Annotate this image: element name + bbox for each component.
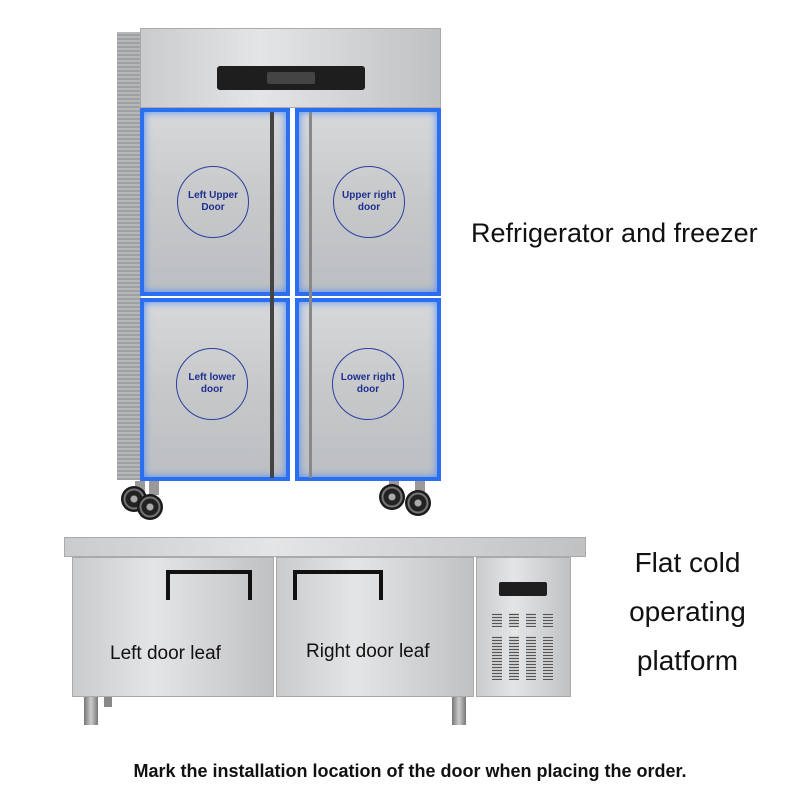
label-lower-right: Lower right door <box>332 348 404 420</box>
platform-title: Flat cold operating platform <box>610 538 765 685</box>
door-handle-left <box>270 112 274 478</box>
platform-label-right: Right door leaf <box>306 641 430 662</box>
label-upper-left: Left Upper Door <box>177 166 249 238</box>
platform-image: Left door leaf Right door leaf <box>64 535 586 727</box>
label-lower-left: Left lower door <box>176 348 248 420</box>
wheel-icon <box>137 494 163 520</box>
platform-compressor-unit <box>476 557 571 697</box>
fridge-side-panel <box>117 32 141 480</box>
platform-top <box>64 537 586 557</box>
wheel-icon <box>405 490 431 516</box>
handle-right <box>293 570 383 600</box>
footer-note: Mark the installation location of the do… <box>133 761 687 781</box>
platform-label-left: Left door leaf <box>110 643 221 664</box>
label-upper-right: Upper right door <box>333 166 405 238</box>
refrigerator-title: Refrigerator and freezer <box>471 218 758 248</box>
refrigerator-image: Left Upper Door Upper right door Left lo… <box>117 28 441 520</box>
platform-title-line: operating <box>629 596 746 627</box>
handle-left <box>166 570 252 600</box>
wheel-icon <box>379 484 405 510</box>
platform-title-line: platform <box>636 645 739 676</box>
platform-title-line: Flat cold <box>634 547 741 578</box>
platform-door-left[interactable] <box>72 557 274 697</box>
door-handle-right <box>309 112 312 478</box>
platform-door-right[interactable] <box>276 557 474 697</box>
fridge-control-display <box>217 66 365 90</box>
